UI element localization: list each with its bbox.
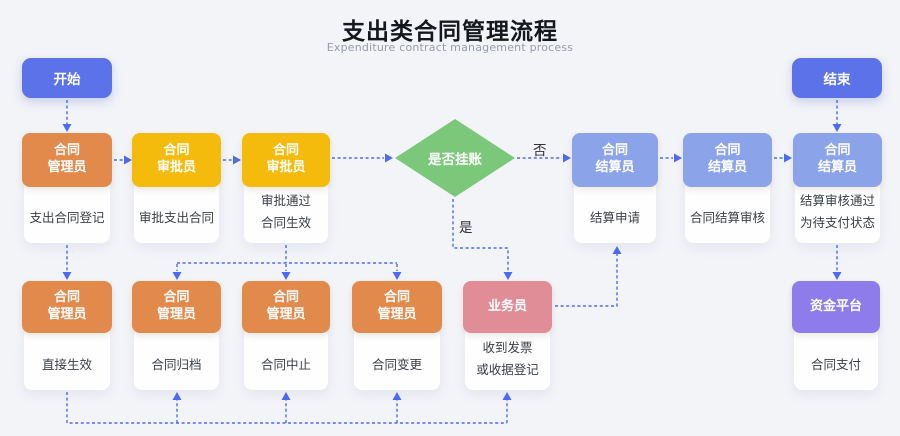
task-label: 支出合同登记	[29, 210, 105, 226]
arrowhead-down-icon	[832, 272, 842, 280]
end-node: 结束	[792, 58, 882, 98]
node-role: 合同 结算员	[793, 133, 882, 187]
node-contract-change: 合同变更 合同 管理员	[352, 281, 442, 390]
role-label: 合同 结算员	[595, 143, 635, 175]
node-contract-approved-effective: 审批通过 合同生效 合同 审批员	[242, 133, 330, 243]
node-role: 合同 结算员	[683, 133, 772, 187]
node-contract-approve: 审批支出合同 合同 审批员	[132, 133, 221, 243]
page-title: 支出类合同管理流程	[342, 19, 558, 45]
node-settlement-done: 结算审核通过 为待支付状态 合同 结算员	[793, 133, 882, 243]
arrowhead-down-icon	[62, 124, 72, 132]
task-label: 合同变更	[371, 357, 422, 373]
role-label: 合同 审批员	[266, 143, 306, 175]
node-task: 支出合同登记	[24, 179, 110, 243]
node-contract-archive: 合同归档 合同 管理员	[132, 281, 221, 390]
start-label: 开始	[53, 72, 81, 88]
node-task: 合同归档	[134, 327, 219, 390]
arrowhead-right-icon	[563, 153, 571, 163]
arrowhead-right-icon	[385, 153, 393, 163]
node-role: 合同 管理员	[22, 133, 112, 187]
branch-label-no: 否	[533, 143, 547, 159]
role-label: 合同 管理员	[156, 290, 196, 322]
arrow-approved-fanout	[176, 245, 398, 271]
node-task: 合同结算审核	[685, 179, 770, 243]
node-task: 结算审核通过 为待支付状态	[795, 179, 880, 243]
node-task: 审批通过 合同生效	[244, 179, 328, 243]
arrowhead-up-icon	[612, 246, 622, 254]
node-role: 资金平台	[792, 281, 880, 333]
role-label: 合同 结算员	[707, 143, 747, 175]
arrowhead-up-icon	[172, 392, 182, 400]
task-label: 合同支付	[810, 357, 861, 373]
arrowhead-up-icon	[392, 392, 402, 400]
task-label: 结算审核通过 为待支付状态	[799, 193, 875, 231]
arrowhead-right-icon	[233, 155, 241, 165]
node-role: 合同 管理员	[352, 281, 442, 333]
arrowhead-up-icon	[281, 392, 291, 400]
node-role: 合同 审批员	[242, 133, 330, 187]
task-label: 直接生效	[41, 357, 92, 373]
arrowhead-down-icon	[392, 272, 402, 280]
decision-label: 是否挂账	[428, 152, 482, 168]
arrowhead-down-icon	[172, 272, 182, 280]
node-task: 合同变更	[354, 327, 440, 390]
role-label: 合同 结算员	[817, 143, 857, 175]
arrowhead-right-icon	[124, 155, 132, 165]
task-label: 合同归档	[151, 357, 202, 373]
node-settlement-audit: 合同结算审核 合同 结算员	[683, 133, 772, 243]
task-label: 结算申请	[589, 210, 640, 226]
node-contract-terminate: 合同中止 合同 管理员	[242, 281, 330, 390]
role-label: 合同 管理员	[47, 290, 87, 322]
arrowhead-down-icon	[832, 124, 842, 132]
arrowhead-right-icon	[674, 153, 682, 163]
arrowhead-down-icon	[62, 272, 72, 280]
node-task: 收到发票 或收据登记	[465, 327, 550, 390]
node-role: 合同 管理员	[22, 281, 112, 333]
node-contract-register: 支出合同登记 合同 管理员	[22, 133, 112, 243]
role-label: 合同 管理员	[377, 290, 417, 322]
node-role: 合同 结算员	[572, 133, 658, 187]
task-label: 合同结算审核	[689, 210, 765, 226]
arrowhead-right-icon	[784, 153, 792, 163]
node-task: 合同中止	[244, 327, 328, 390]
node-task: 结算申请	[574, 179, 656, 243]
decision-node-pending-account: 是否挂账	[395, 119, 515, 197]
role-label: 合同 管理员	[266, 290, 306, 322]
role-label: 合同 管理员	[47, 143, 87, 175]
node-task: 直接生效	[24, 327, 110, 390]
end-label: 结束	[823, 72, 851, 88]
branch-label-yes: 是	[459, 220, 473, 236]
node-task: 审批支出合同	[134, 179, 219, 243]
task-label: 收到发票 或收据登记	[476, 340, 539, 378]
arrowhead-down-icon	[281, 272, 291, 280]
arrow-invoice-to-settle-apply	[555, 254, 618, 307]
node-fund-platform-pay: 合同支付 资金平台	[792, 281, 880, 390]
node-role: 业务员	[463, 281, 552, 333]
node-settlement-apply: 结算申请 合同 结算员	[572, 133, 658, 243]
role-label: 资金平台	[809, 298, 862, 314]
arrow-bottom-rail	[66, 392, 508, 424]
task-label: 合同中止	[260, 357, 311, 373]
node-task: 合同支付	[794, 327, 878, 390]
node-role: 合同 管理员	[242, 281, 330, 333]
role-label: 合同 审批员	[156, 143, 196, 175]
task-label: 审批支出合同	[138, 210, 214, 226]
node-invoice-register: 收到发票 或收据登记 业务员	[463, 281, 552, 390]
node-role: 合同 审批员	[132, 133, 221, 187]
role-label: 业务员	[487, 298, 527, 314]
page-subtitle: Expenditure contract management process	[326, 41, 574, 54]
arrowhead-up-icon	[502, 392, 512, 400]
start-node: 开始	[22, 58, 112, 98]
arrowhead-down-icon	[503, 272, 513, 280]
task-label: 审批通过 合同生效	[260, 193, 311, 231]
node-direct-effective: 直接生效 合同 管理员	[22, 281, 112, 390]
node-role: 合同 管理员	[132, 281, 221, 333]
